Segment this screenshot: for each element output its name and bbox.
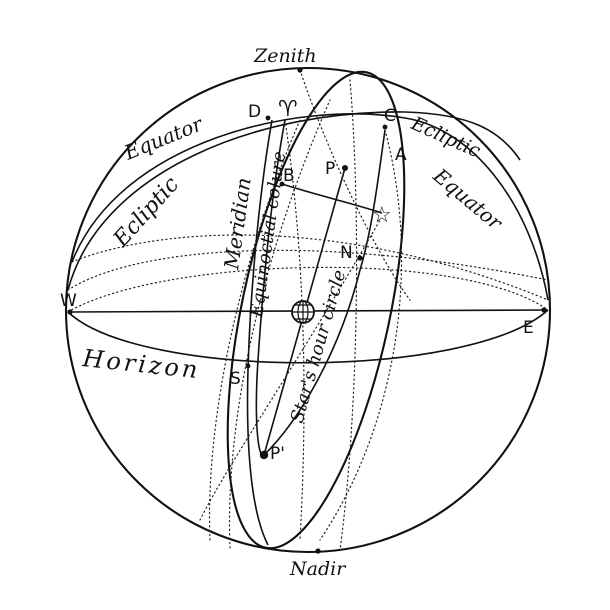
sphere-outline (64, 66, 552, 554)
label-point-d: D (248, 102, 261, 122)
dotted-curve-4 (299, 69, 411, 301)
point-p-dot (342, 165, 348, 171)
label-point-e: E (523, 318, 534, 338)
star-icon: ☆ (372, 203, 392, 228)
label-zenith: Zenith (253, 45, 317, 67)
label-point-a: A (395, 145, 407, 165)
earth-globe-icon (291, 300, 315, 324)
horizon-back (67, 266, 549, 313)
label-point-p-prime: P' (270, 444, 285, 464)
point-d-dot (265, 115, 271, 121)
label-nadir: Nadir (289, 558, 347, 580)
equator-front (71, 113, 549, 301)
equinoctial-colure-back (284, 119, 305, 541)
label-point-p: P (325, 159, 335, 179)
label-horizon: Horizon (80, 344, 201, 384)
meridian-inner (246, 119, 273, 546)
label-stars-hour-circle: Star's hour circle (287, 268, 351, 426)
point-s-dot (245, 363, 251, 369)
arc-b-to-star (281, 183, 383, 214)
point-zenith-dot (297, 67, 303, 73)
label-point-b: B (283, 166, 295, 186)
ecliptic-front (67, 111, 521, 291)
point-n-dot (357, 255, 363, 261)
stars-hour-circle-line (263, 129, 386, 456)
meridian-ellipse (226, 70, 406, 550)
point-c-dot (382, 124, 388, 130)
horizon-front (67, 309, 549, 364)
point-w-dot (67, 309, 73, 315)
label-point-w: W (60, 291, 77, 311)
label-equator-right: Equator (428, 163, 508, 236)
label-aries: ♈ (278, 97, 298, 122)
label-point-c: C (384, 106, 396, 126)
label-point-s: S (230, 369, 241, 389)
dotted-curve-2 (228, 99, 331, 549)
point-p-prime-dot (259, 450, 269, 460)
label-ecliptic-right: Ecliptic (407, 112, 484, 162)
label-point-n: N (340, 243, 353, 263)
point-nadir-dot (315, 548, 321, 554)
dotted-curve-1 (208, 119, 301, 541)
label-meridian: Meridian (219, 176, 256, 272)
label-equator-left: Equator (120, 111, 207, 165)
ecliptic-back (67, 249, 549, 291)
point-e-dot (541, 307, 547, 313)
point-b-dot (279, 181, 285, 187)
dotted-curve-3 (339, 79, 358, 551)
